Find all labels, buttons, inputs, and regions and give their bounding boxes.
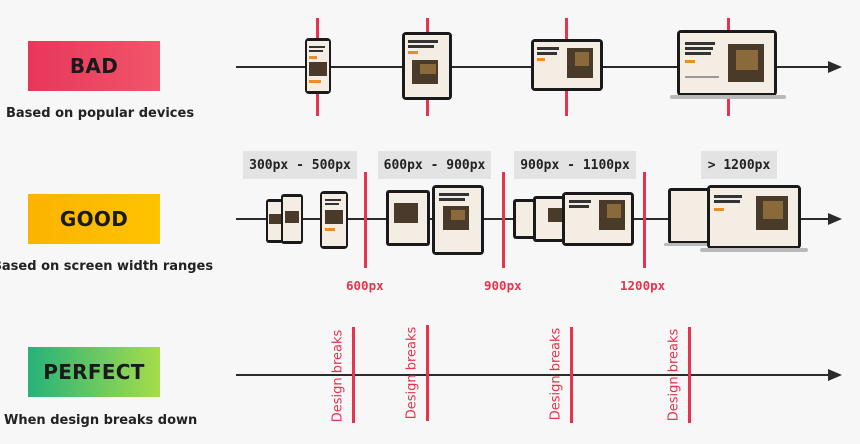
bad-label: BAD <box>69 54 119 78</box>
tablet-icon <box>432 185 484 255</box>
phone-icon <box>281 194 303 244</box>
phone-icon <box>320 191 348 249</box>
good-label: GOOD <box>59 207 129 231</box>
design-break-text: Design breaks <box>666 328 682 422</box>
arrow-head-icon <box>828 369 842 381</box>
design-break-text: Design breaks <box>330 329 346 423</box>
breakpoint-label: 900px <box>484 278 522 293</box>
laptop-icon <box>664 188 716 246</box>
arrow-head-icon <box>828 213 842 225</box>
good-subtitle: Based on screen width ranges <box>0 259 214 274</box>
good-breakpoint-lines <box>364 172 646 268</box>
phone-icon <box>305 38 331 94</box>
small-laptop-icon <box>533 196 569 242</box>
small-laptop-icon <box>562 192 634 246</box>
tablet-icon <box>402 32 452 100</box>
good-badge: GOOD <box>28 194 160 244</box>
perfect-badge: PERFECT <box>28 347 160 397</box>
breakpoint-label: 600px <box>346 278 384 293</box>
range-label: 600px - 900px <box>378 151 491 179</box>
design-break-line <box>352 327 355 423</box>
bad-badge: BAD <box>28 41 160 91</box>
laptop-icon <box>670 30 786 99</box>
phone-icon <box>266 199 284 243</box>
breakpoint-line-600 <box>364 172 367 268</box>
design-break-line <box>426 325 429 421</box>
breakpoint-line-900 <box>502 172 505 268</box>
tablet-icon <box>386 190 430 246</box>
range-label: > 1200px <box>701 151 777 179</box>
range-label: 900px - 1100px <box>514 151 636 179</box>
perfect-break-lines <box>352 325 691 423</box>
perfect-axis <box>236 369 842 381</box>
design-break-line <box>688 327 691 423</box>
design-break-text: Design breaks <box>404 326 420 420</box>
design-break-line <box>570 327 573 423</box>
bad-subtitle: Based on popular devices <box>6 106 195 121</box>
range-label: 300px - 500px <box>243 151 357 179</box>
small-laptop-icon <box>531 39 603 91</box>
perfect-subtitle: When design breaks down <box>4 413 198 428</box>
design-break-text: Design breaks <box>548 327 564 421</box>
breakpoint-line-1200 <box>643 172 646 268</box>
perfect-label: PERFECT <box>43 360 145 384</box>
breakpoint-label: 1200px <box>620 278 666 293</box>
laptop-icon <box>700 185 808 252</box>
arrow-head-icon <box>828 61 842 73</box>
